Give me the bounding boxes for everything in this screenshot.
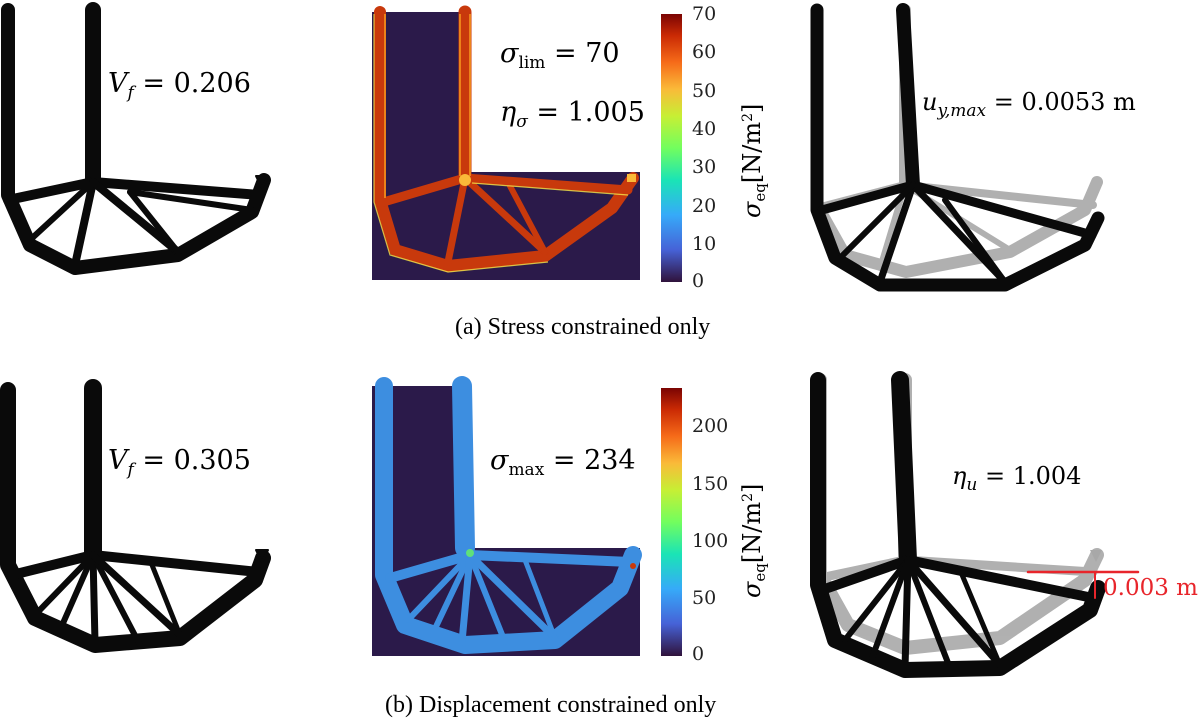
sigma-max-label: σmax = 234	[490, 445, 636, 480]
colorbar-a-label: σeq[N/m2]	[738, 103, 769, 218]
colorbar-b-tick: 0	[692, 643, 705, 665]
colorbar-a	[661, 14, 682, 282]
stress-field-a	[372, 5, 640, 280]
colorbar-a-tick: 10	[692, 233, 717, 255]
colorbar-b-tick: 50	[692, 587, 717, 609]
colorbar-a-tick: 20	[692, 195, 717, 217]
uy-max-label: uy,max = 0.0053 m	[922, 88, 1136, 121]
colorbar-b-tick: 150	[692, 473, 729, 495]
colorbar-a-tick: 50	[692, 80, 717, 102]
vf-b-label: Vf = 0.305	[108, 445, 251, 480]
vf-a-label: Vf = 0.206	[108, 68, 251, 103]
structure-b-density	[0, 379, 271, 653]
colorbar-b	[661, 388, 682, 656]
colorbar-a-tick: 30	[692, 156, 717, 178]
stress-field-b	[372, 376, 642, 656]
colorbar-b-label: σeq[N/m2]	[738, 483, 769, 598]
colorbar-a-tick: 70	[692, 3, 717, 25]
structure-a-deformed	[810, 3, 1105, 292]
eta-sigma-label: ησ = 1.005	[500, 97, 645, 132]
colorbar-a-tick: 60	[692, 41, 717, 63]
caption-a: (a) Stress constrained only	[455, 314, 711, 340]
structure-a-density	[1, 2, 271, 275]
colorbar-a-tick: 0	[692, 270, 705, 292]
colorbar-b-tick: 200	[692, 415, 729, 437]
eta-u-label: ηu = 1.004	[952, 462, 1082, 495]
caption-b: (b) Displacement constrained only	[385, 692, 717, 718]
colorbar-a-tick: 40	[692, 118, 717, 140]
displacement-annotation: 0.003 m	[1103, 575, 1198, 601]
sigma-lim-label: σlim = 70	[500, 38, 620, 73]
structure-b-deformed	[810, 371, 1140, 678]
colorbar-b-tick: 100	[692, 530, 729, 552]
